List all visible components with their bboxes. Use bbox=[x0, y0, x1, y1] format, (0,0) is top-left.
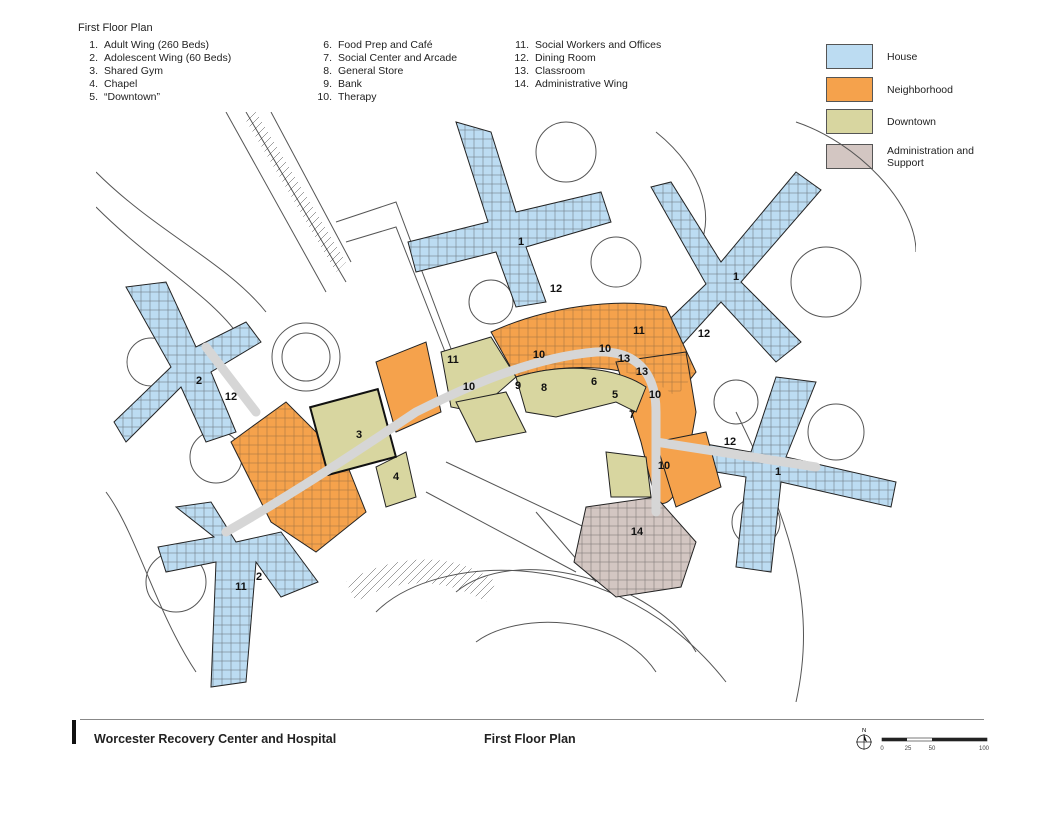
parking-area bbox=[346, 559, 496, 602]
legend-item: 11.Social Workers and Offices bbox=[515, 39, 662, 51]
scale-tick: 50 bbox=[929, 746, 936, 752]
plan-label-13: 13 bbox=[618, 353, 630, 365]
scale-tick: 100 bbox=[979, 746, 990, 752]
plan-label-13: 13 bbox=[636, 366, 648, 378]
footer-accent-bar bbox=[72, 720, 76, 744]
legend-column-3: 11.Social Workers and Offices 12.Dining … bbox=[509, 39, 661, 91]
plan-label-1: 1 bbox=[518, 236, 524, 248]
project-title: Worcester Recovery Center and Hospital bbox=[94, 732, 337, 746]
key-swatch bbox=[826, 109, 873, 134]
plan-label-2: 2 bbox=[196, 375, 202, 387]
north-label: N bbox=[862, 728, 866, 734]
house-room-grid bbox=[114, 122, 896, 687]
downtown-zones bbox=[375, 336, 652, 508]
plan-label-2: 2 bbox=[256, 571, 262, 583]
plan-label-10: 10 bbox=[599, 343, 611, 355]
plan-label-8: 8 bbox=[541, 382, 547, 394]
legend-item: 6.Food Prep and Café bbox=[323, 39, 433, 51]
legend-column-1: 1.Adult Wing (260 Beds) 2.Adolescent Win… bbox=[78, 39, 231, 104]
legend-item: 8.General Store bbox=[323, 65, 404, 77]
plan-label-10: 10 bbox=[463, 381, 475, 393]
corridors bbox=[201, 342, 821, 537]
footer-rule bbox=[80, 719, 984, 720]
plan-label-12: 12 bbox=[724, 436, 736, 448]
plan-label-11: 11 bbox=[447, 354, 459, 366]
drawing-title: First Floor Plan bbox=[484, 732, 576, 746]
legend-item: 7.Social Center and Arcade bbox=[323, 52, 458, 64]
plan-label-11: 11 bbox=[633, 325, 645, 337]
legend-item: 9.Bank bbox=[323, 78, 362, 90]
legend-item: 2.Adolescent Wing (60 Beds) bbox=[89, 52, 232, 64]
legend-column-2: 6.Food Prep and Café 7.Social Center and… bbox=[312, 39, 457, 104]
plan-label-3: 3 bbox=[356, 429, 362, 441]
parking-area bbox=[244, 112, 346, 272]
plan-label-11: 11 bbox=[235, 581, 247, 593]
courtyards bbox=[126, 121, 865, 613]
key-label: House bbox=[887, 51, 918, 63]
plan-label-7: 7 bbox=[629, 409, 635, 421]
plan-label-10: 10 bbox=[533, 349, 545, 361]
plan-label-6: 6 bbox=[591, 376, 597, 388]
legend-item: 13.Classroom bbox=[514, 65, 586, 77]
scale-and-north: N 0 25 50 100 bbox=[856, 728, 990, 752]
key-swatch bbox=[826, 44, 873, 69]
legend-item: 1.Adult Wing (260 Beds) bbox=[89, 39, 210, 51]
scale-tick: 25 bbox=[905, 746, 912, 752]
plan-label-4: 4 bbox=[393, 471, 400, 483]
legend-item: 4.Chapel bbox=[89, 78, 138, 90]
legend-item: 5.“Downtown” bbox=[89, 91, 161, 103]
scale-tick: 0 bbox=[880, 746, 884, 752]
legend-item: 3.Shared Gym bbox=[89, 65, 163, 77]
plan-label-5: 5 bbox=[612, 389, 618, 401]
plan-label-12: 12 bbox=[550, 283, 562, 295]
legend-item: 12.Dining Room bbox=[514, 52, 596, 64]
admin-room-grid bbox=[574, 497, 696, 597]
legend-item: 14.Administrative Wing bbox=[514, 78, 628, 90]
page-heading: First Floor Plan bbox=[78, 22, 153, 34]
plan-label-1: 1 bbox=[733, 271, 739, 283]
plan-label-9: 9 bbox=[515, 380, 521, 392]
plan-label-10: 10 bbox=[658, 460, 670, 472]
shared-gym bbox=[308, 387, 398, 477]
key-label: Administration and Support bbox=[887, 145, 974, 169]
plan-label-1: 1 bbox=[775, 466, 781, 478]
key-label: Downtown bbox=[887, 116, 937, 128]
key-swatch bbox=[826, 144, 873, 169]
key-label: Neighborhood bbox=[887, 84, 953, 96]
room-labels: 1 1 1 2 2 12 12 12 12 11 11 11 10 10 10 … bbox=[196, 236, 781, 593]
floor-plan: 1 1 1 2 2 12 12 12 12 11 11 11 10 10 10 … bbox=[96, 112, 916, 702]
plan-label-12: 12 bbox=[225, 391, 237, 403]
legend-item: 10.Therapy bbox=[317, 91, 377, 103]
plan-label-12: 12 bbox=[698, 328, 710, 340]
key-swatch bbox=[826, 77, 873, 102]
plan-label-10: 10 bbox=[649, 389, 661, 401]
plan-label-14: 14 bbox=[631, 526, 644, 538]
